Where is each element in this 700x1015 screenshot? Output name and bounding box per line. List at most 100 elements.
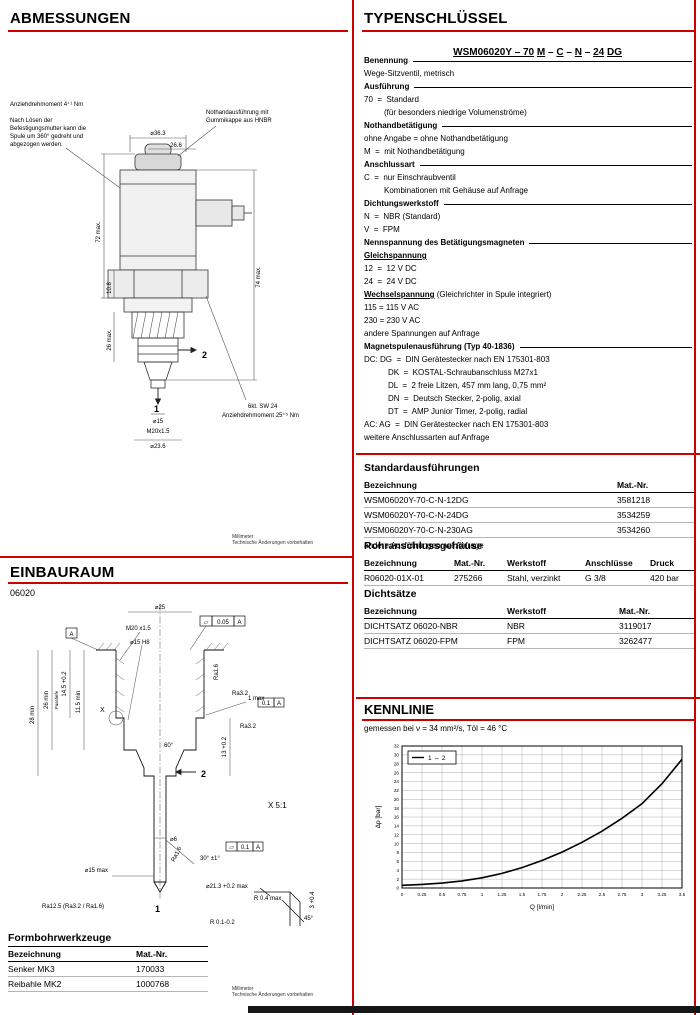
svg-text:0: 0 xyxy=(396,886,399,891)
ts-text: 24 = 24 V DC xyxy=(364,277,417,286)
port-1-label: 1 xyxy=(154,404,159,414)
svg-text:32: 32 xyxy=(394,744,400,749)
dia-15-label: ⌀15 xyxy=(153,419,164,425)
thread-label: M20 x1.5 xyxy=(126,626,151,632)
ts-heading: Magnetspulenausführung (Typ 40-1836) xyxy=(364,342,515,351)
dim-26max-label: 26 max. xyxy=(107,329,113,351)
sealkit-name: DICHTSATZ 06020-FPM xyxy=(364,636,458,646)
table-row: DICHTSATZ 06020-FPM FPM 3262477 xyxy=(364,634,694,649)
dia-363-label: ⌀36.3 xyxy=(150,131,166,137)
ts-text: Kombinationen mit Gehäuse auf Anfrage xyxy=(384,186,529,195)
einbauraum-type-code: 06020 xyxy=(10,588,36,598)
nothand-note-line1: Nothandausführung mit xyxy=(206,110,269,116)
ts-text: andere Spannungen auf Anfrage xyxy=(364,329,480,338)
svg-text:14: 14 xyxy=(394,824,400,829)
ts-text: DL = 2 freie Litzen, 457 mm lang, 0,75 m… xyxy=(388,381,547,390)
code-part: M xyxy=(536,47,546,58)
svg-text:0: 0 xyxy=(401,892,404,897)
svg-text:Q [l/min]: Q [l/min] xyxy=(530,904,554,911)
abmessungen-drawing: Anziehdrehmoment 4⁺¹ Nm Nach Lösen der B… xyxy=(10,101,299,450)
dim-108-label: 10.8 xyxy=(107,282,113,294)
svg-text:16: 16 xyxy=(394,815,400,820)
ts-heading: Benennung xyxy=(364,56,408,65)
leader-line xyxy=(529,243,692,244)
dia-15h8-label: ⌀15 H8 xyxy=(130,640,150,646)
valve-outline xyxy=(107,143,252,389)
port-2-label: 2 xyxy=(202,350,207,360)
flatness-value: 0.05 xyxy=(217,620,229,626)
svg-text:0.75: 0.75 xyxy=(458,892,467,897)
formbohrwerkzeuge-section: Formbohrwerkzeuge Bezeichnung Mat.-Nr. S… xyxy=(8,932,208,992)
right-edge-line xyxy=(694,0,696,1015)
formbohrwerkzeuge-title: Formbohrwerkzeuge xyxy=(8,932,208,947)
column-divider-line xyxy=(352,0,354,1015)
svg-text:1.75: 1.75 xyxy=(538,892,547,897)
tool-name: Reibahle MK2 xyxy=(8,979,62,989)
r0102-label: R 0.1-0.2 xyxy=(210,920,235,926)
dichtsaetze-title: Dichtsätze xyxy=(364,588,417,600)
col-header: Anschlüsse xyxy=(585,558,633,568)
passtiefe-label: Passtiefe xyxy=(54,690,59,709)
svg-text:2.25: 2.25 xyxy=(578,892,587,897)
typenschluessel-title: TYPENSCHLÜSSEL xyxy=(364,10,508,27)
code-part: DG xyxy=(606,47,622,58)
ts-text: 12 = 12 V DC xyxy=(364,264,417,273)
standard-header-row: Bezeichnung Mat.-Nr. xyxy=(364,478,694,493)
ts-heading: Anschlussart xyxy=(364,160,415,169)
leader-line xyxy=(413,61,692,62)
abmessungen-title-rule xyxy=(8,30,348,32)
svg-text:2: 2 xyxy=(396,877,399,882)
einbauraum-port-arrow xyxy=(174,768,196,776)
dim-74max-label: 74 max. xyxy=(256,266,262,288)
flatness3-ref: A xyxy=(256,845,260,851)
svg-text:2.5: 2.5 xyxy=(599,892,606,897)
dim-145-label: 14.5 +0.2 xyxy=(62,671,68,697)
table-row: WSM06020Y-70-C-N-24DG 3534259 xyxy=(364,508,694,523)
ra16-top-label: Ra1.6 xyxy=(214,663,220,680)
cavity-outline xyxy=(96,649,224,893)
ra125-label: Ra12.5 (Ra3.2 / Ra1.6) xyxy=(42,904,104,910)
svg-text:12: 12 xyxy=(394,832,400,837)
svg-text:18: 18 xyxy=(394,806,400,811)
svg-text:1: 1 xyxy=(481,892,484,897)
footnote-changes: Technische Änderungen vorbehalten xyxy=(232,992,314,998)
svg-text:0.25: 0.25 xyxy=(418,892,427,897)
sealkit-matnr: 3119017 xyxy=(619,621,652,631)
svg-text:20: 20 xyxy=(394,797,400,802)
ts-heading: Dichtungswerkstoff xyxy=(364,199,439,208)
einbauraum-title: EINBAURAUM xyxy=(10,564,115,581)
footnote-millimeter: Millimeter xyxy=(232,534,254,540)
ts-text: AC: AG = DIN Gerätestecker nach EN 17530… xyxy=(364,420,549,429)
ts-text: N = NBR (Standard) xyxy=(364,212,441,221)
port-1-label: 1 xyxy=(155,904,160,914)
detail-x-label: X xyxy=(100,707,105,714)
einbauraum-title-rule xyxy=(8,582,348,584)
table-row: WSM06020Y-70-C-N-12DG 3581218 xyxy=(364,493,694,508)
dia-25-label: ⌀25 xyxy=(155,605,166,611)
ts-subheading: Wechselspannung xyxy=(364,290,435,299)
variant-matnr: 3534259 xyxy=(617,510,651,520)
tool-matnr: 170033 xyxy=(136,964,165,974)
page-footer-bar xyxy=(248,1006,700,1013)
ts-subheading: Gleichspannung xyxy=(364,251,427,260)
flatness2-ref: A xyxy=(277,701,281,707)
flatness-symbol: ▱ xyxy=(204,620,209,626)
ts-text: ohne Angabe = ohne Nothandbetätigung xyxy=(364,134,508,143)
svg-text:8: 8 xyxy=(396,850,399,855)
table-row: Senker MK3 170033 xyxy=(8,962,208,977)
datum-a-label: A xyxy=(69,632,73,638)
housing-ports: G 3/8 xyxy=(585,573,606,583)
abmessungen-footnote: Millimeter Technische Änderungen vorbeha… xyxy=(232,534,313,546)
loosen-note-line2: Befestigungsmutter kann die xyxy=(10,126,87,132)
svg-text:Δp [bar]: Δp [bar] xyxy=(375,805,382,828)
code-sep: – xyxy=(563,47,575,58)
nothand-note-line2: Gummikappe aus HNBR xyxy=(206,118,272,124)
detail-scale-label: X 5:1 xyxy=(268,801,287,810)
housing-material: Stahl, verzinkt xyxy=(507,573,561,583)
housing-matnr: 275266 xyxy=(454,573,483,583)
col-header: Bezeichnung xyxy=(364,558,417,568)
typenschluessel-lines: Benennung Wege-Sitzventil, metrisch Ausf… xyxy=(364,54,692,444)
leader-line xyxy=(519,347,692,348)
col-header: Mat.-Nr. xyxy=(136,949,168,959)
